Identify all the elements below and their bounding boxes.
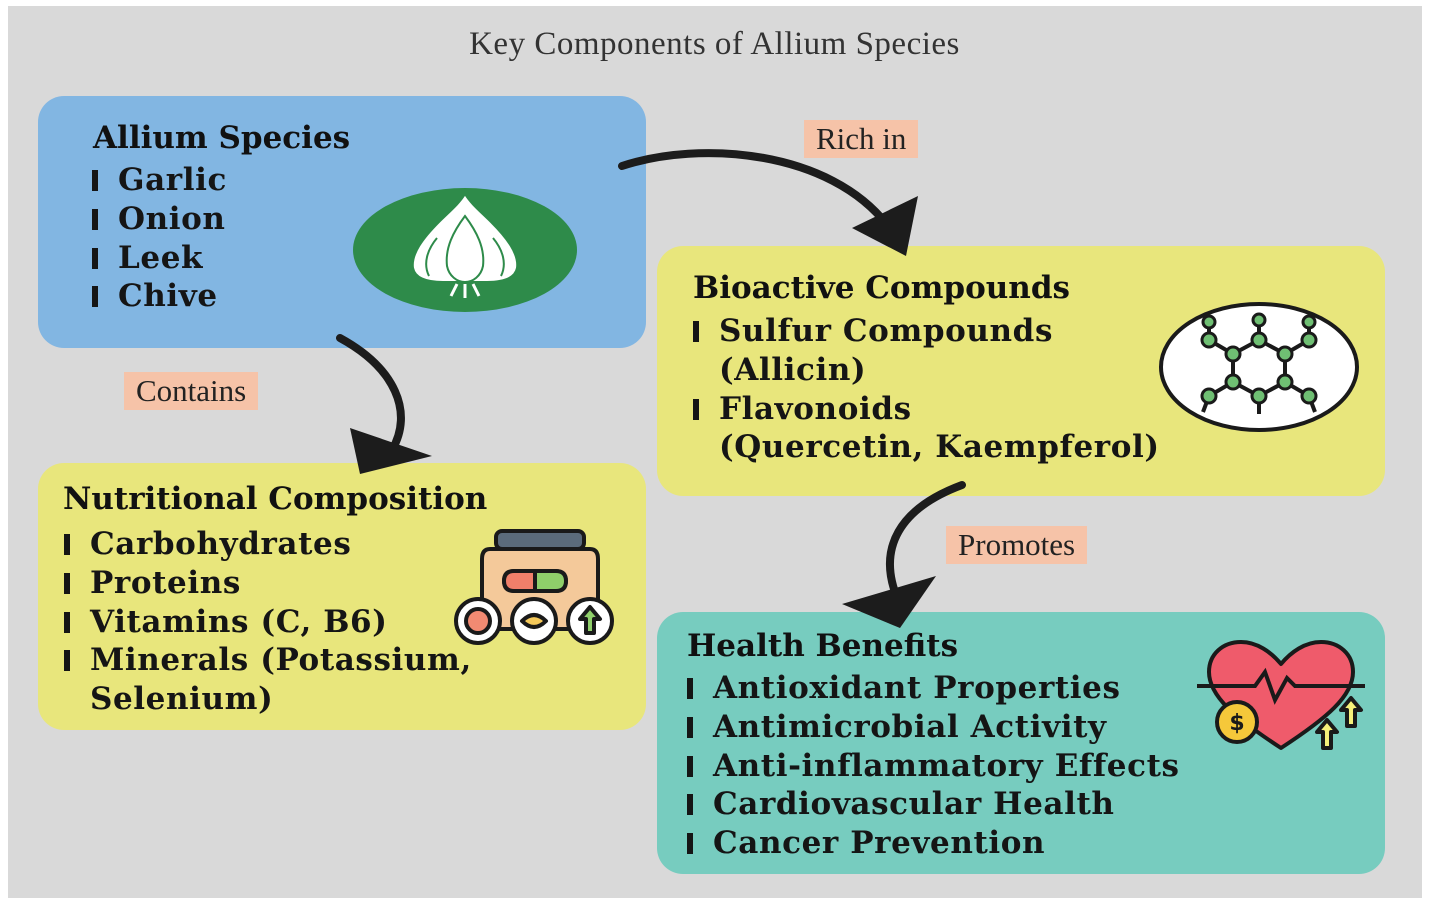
allium-species-list: Garlic Onion Leek Chive bbox=[90, 161, 227, 316]
arrowhead-rich-in bbox=[852, 196, 918, 256]
list-item: Antioxidant Properties bbox=[685, 669, 1180, 708]
nutritional-composition-box: Nutritional Composition Carbohydrates Pr… bbox=[38, 463, 646, 730]
list-item: Flavonoids (Quercetin, Kaempferol) bbox=[691, 390, 1160, 468]
arrow-promotes bbox=[886, 481, 966, 604]
list-item: Proteins bbox=[62, 564, 472, 603]
list-item: Minerals (Potassium, Selenium) bbox=[62, 641, 472, 719]
health-benefits-list: Antioxidant Properties Antimicrobial Act… bbox=[685, 669, 1180, 863]
list-item: Anti-inflammatory Effects bbox=[685, 747, 1180, 786]
allium-species-box: Allium Species Garlic Onion Leek Chive bbox=[38, 96, 646, 348]
list-item: Cardiovascular Health bbox=[685, 785, 1180, 824]
list-item: Antimicrobial Activity bbox=[685, 708, 1180, 747]
molecule-icon bbox=[1159, 302, 1359, 432]
list-item: Leek bbox=[90, 239, 227, 278]
list-item-continuation: (Quercetin, Kaempferol) bbox=[719, 429, 1160, 466]
svg-text:$: $ bbox=[1229, 711, 1244, 736]
list-item-text: Flavonoids bbox=[719, 390, 912, 427]
arrowhead-contains bbox=[350, 428, 432, 474]
garlic-icon bbox=[353, 188, 577, 312]
list-item: Cancer Prevention bbox=[685, 824, 1180, 863]
list-item-text: Sulfur Compounds bbox=[719, 313, 1054, 349]
bioactive-compounds-list: Sulfur Compounds (Allicin) Flavonoids (Q… bbox=[691, 312, 1160, 467]
list-item-text: Minerals (Potassium, bbox=[90, 642, 472, 679]
list-item-continuation: (Allicin) bbox=[719, 351, 867, 388]
arrow-rich-in bbox=[618, 149, 892, 230]
bioactive-compounds-box: Bioactive Compounds Sulfur Compounds (Al… bbox=[657, 246, 1385, 496]
health-benefits-title: Health Benefits bbox=[687, 628, 959, 664]
list-item: Carbohydrates bbox=[62, 525, 472, 564]
edge-label-rich-in: Rich in bbox=[804, 120, 919, 158]
supplement-jar-icon bbox=[454, 529, 614, 645]
list-item: Garlic bbox=[90, 161, 227, 200]
nutritional-composition-title: Nutritional Composition bbox=[63, 481, 488, 517]
list-item: Onion bbox=[90, 200, 227, 239]
nutritional-composition-list: Carbohydrates Proteins Vitamins (C, B6) … bbox=[62, 525, 472, 719]
heart-health-icon: $ bbox=[1197, 640, 1365, 750]
allium-species-title: Allium Species bbox=[93, 120, 351, 156]
list-item: Vitamins (C, B6) bbox=[62, 603, 472, 642]
bioactive-compounds-title: Bioactive Compounds bbox=[693, 270, 1070, 306]
diagram-title: Key Components of Allium Species bbox=[469, 26, 960, 62]
health-benefits-box: Health Benefits Antioxidant Properties A… bbox=[657, 612, 1385, 874]
list-item-continuation: Selenium) bbox=[90, 681, 274, 718]
arrow-contains bbox=[336, 334, 405, 454]
edge-label-contains: Contains bbox=[124, 372, 259, 410]
arrowhead-promotes bbox=[842, 576, 936, 628]
list-item: Sulfur Compounds (Allicin) bbox=[691, 312, 1160, 390]
list-item: Chive bbox=[90, 277, 227, 316]
edge-label-promotes: Promotes bbox=[946, 526, 1088, 564]
